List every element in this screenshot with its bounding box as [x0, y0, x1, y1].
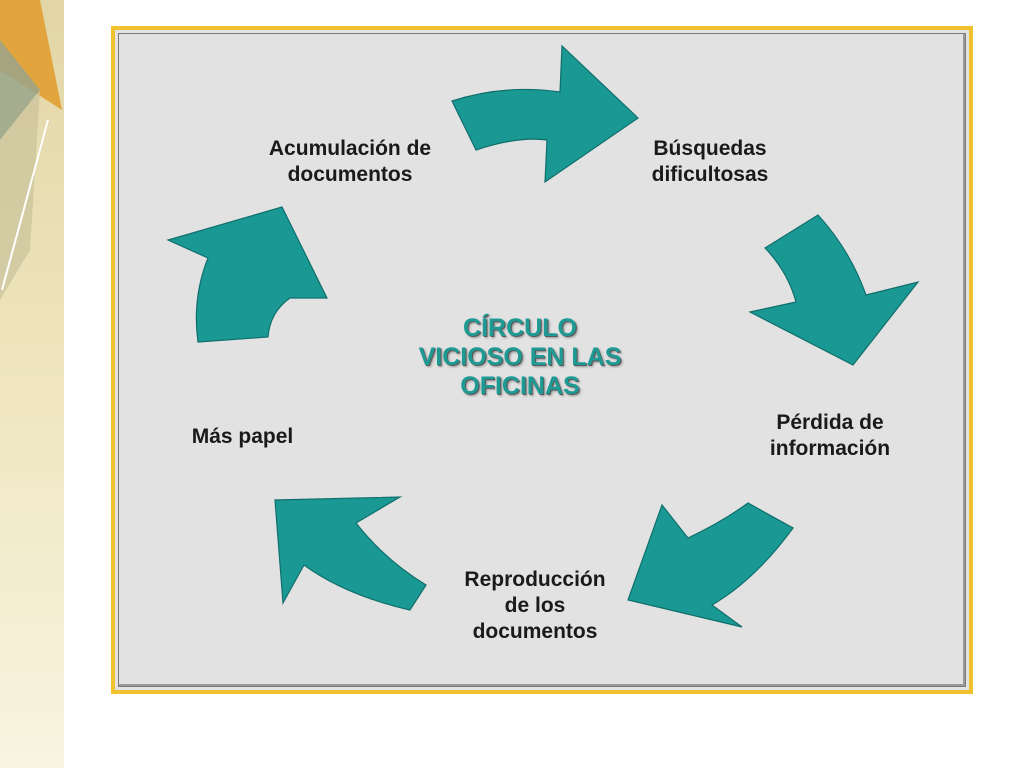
- arrow-top-icon: [451, 44, 639, 184]
- center-title: CÍRCULO VICIOSO EN LAS OFICINAS: [418, 314, 622, 400]
- diagram-panel: [118, 33, 966, 687]
- node-mas-papel: Más papel: [191, 425, 294, 448]
- side-decoration: [0, 0, 64, 768]
- arrow-bottom-right-icon: [627, 502, 794, 628]
- node-perdida: Pérdida de información: [769, 411, 891, 460]
- node-acumulacion: Acumulación de documentos: [268, 137, 432, 186]
- node-reproduccion: Reproducción de los documentos: [464, 568, 606, 643]
- node-busquedas: Búsquedas dificultosas: [651, 137, 769, 186]
- arrow-right-icon: [748, 214, 920, 366]
- arrow-bottom-left-icon: [274, 496, 427, 611]
- arrow-left-icon: [166, 206, 328, 343]
